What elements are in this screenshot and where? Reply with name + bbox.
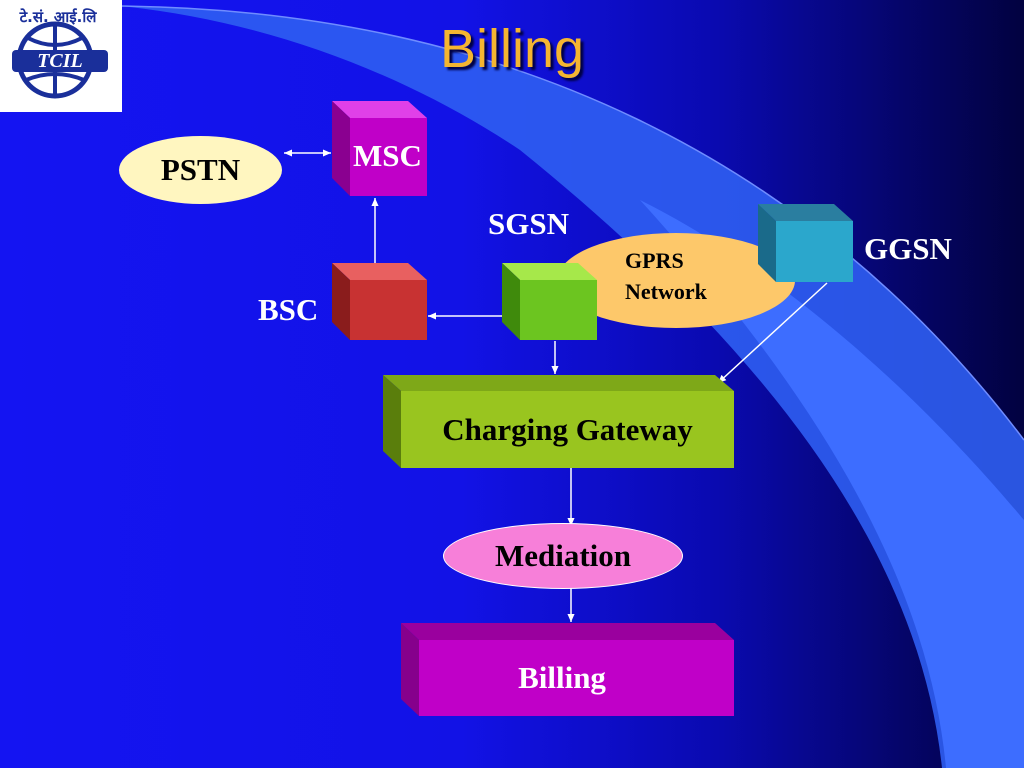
pstn-label: PSTN	[160, 152, 241, 187]
svg-text:TCIL: TCIL	[37, 50, 83, 72]
bsc-label: BSC	[258, 292, 319, 327]
svg-text:टे.सं. आई.लि: टे.सं. आई.लि	[19, 8, 98, 26]
pstn-node: PSTN	[119, 136, 282, 204]
mediation-node: Mediation	[443, 523, 683, 589]
ggsn-label: GGSN	[864, 231, 952, 266]
sgsn-label: SGSN	[488, 206, 569, 241]
billing-label: Billing	[518, 660, 606, 695]
gprs-network-node: GPRS Network	[557, 233, 795, 328]
charging-gateway-label: Charging Gateway	[442, 411, 693, 447]
msc-label: MSC	[353, 138, 422, 173]
slide-title: Billing	[439, 19, 585, 79]
gprs-label-line1: GPRS	[625, 247, 684, 273]
company-logo: TCIL टे.सं. आई.लि	[0, 0, 122, 112]
mediation-label: Mediation	[494, 538, 632, 573]
gprs-label-line2: Network	[625, 278, 707, 304]
